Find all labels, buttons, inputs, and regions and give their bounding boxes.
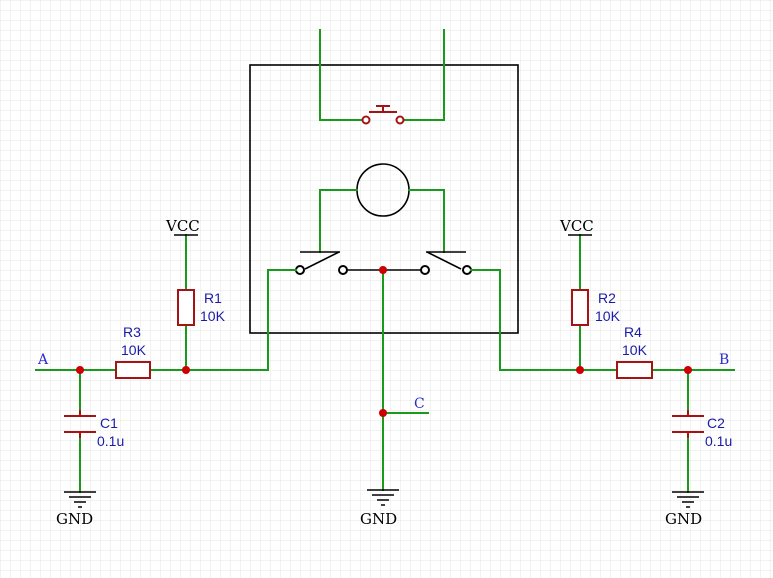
c1-ref: C1 xyxy=(100,415,118,431)
junction-dot xyxy=(182,366,190,374)
r3-value: 10K xyxy=(121,342,147,358)
c1-value: 0.1u xyxy=(97,433,124,449)
net-label-c: C xyxy=(414,396,425,412)
gnd-symbol-left xyxy=(64,491,96,508)
gnd-label-left: GND xyxy=(56,510,93,528)
junction-dot xyxy=(684,366,692,374)
capacitor-c1 xyxy=(64,410,96,438)
gnd-symbol-center xyxy=(367,489,399,506)
r3-ref: R3 xyxy=(123,324,141,340)
net-label-b: B xyxy=(719,352,729,368)
junction-dot xyxy=(576,366,584,374)
gnd-label-center: GND xyxy=(360,510,397,528)
gnd-label-right: GND xyxy=(665,510,702,528)
junction-dot xyxy=(76,366,84,374)
net-label-a: A xyxy=(37,352,49,368)
gnd-symbol-right xyxy=(672,491,704,508)
resistor-r1 xyxy=(177,289,195,326)
c2-value: 0.1u xyxy=(705,433,732,449)
r1-value: 10K xyxy=(200,308,226,324)
r4-ref: R4 xyxy=(624,324,642,340)
capacitor-c2 xyxy=(672,410,704,438)
vcc-label-left: VCC xyxy=(165,217,200,235)
resistor-r4 xyxy=(616,361,653,379)
resistor-r3 xyxy=(115,361,151,379)
r2-value: 10K xyxy=(595,308,621,324)
junction-dot xyxy=(379,409,387,417)
r1-ref: R1 xyxy=(204,290,222,306)
junction-dot xyxy=(379,266,387,274)
r2-ref: R2 xyxy=(598,290,616,306)
c2-ref: C2 xyxy=(707,415,725,431)
push-button-switch xyxy=(319,29,445,125)
vcc-label-right: VCC xyxy=(559,217,594,235)
r4-value: 10K xyxy=(622,342,648,358)
rotary-switch xyxy=(267,163,501,371)
resistor-r2 xyxy=(571,289,589,326)
